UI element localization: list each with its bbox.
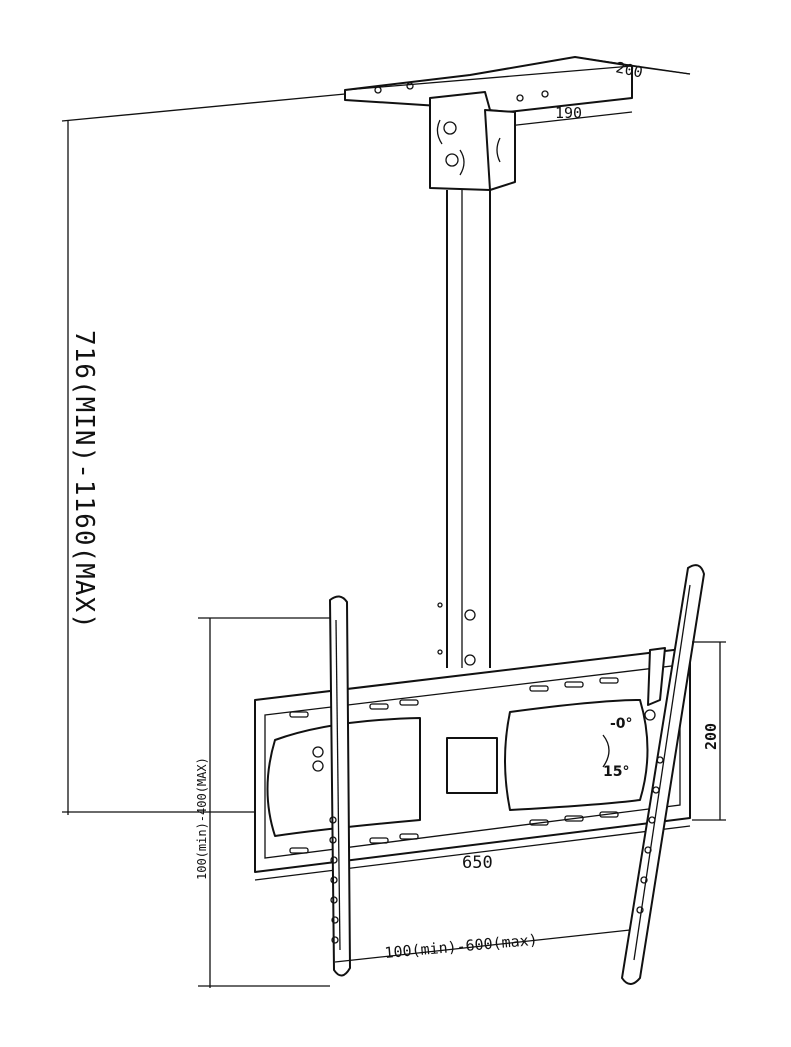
- vesa-vertical-label: 100(min)-400(MAX): [195, 757, 209, 880]
- tilt-min-label: -0°: [610, 716, 633, 732]
- wall-plate-width-label: 650: [462, 853, 493, 873]
- wall-plate: 650: [254, 647, 691, 881]
- plate-width-label: 190: [555, 104, 582, 122]
- arm-span-label: 200: [702, 723, 720, 750]
- vesa-horizontal-label: 100(min)-600(max): [384, 931, 539, 962]
- center-square: [446, 737, 498, 794]
- pole-height-dimension: 716(MIN)-1160(MAX): [61, 93, 346, 815]
- tilt-max-label: 15°: [603, 764, 629, 780]
- right-tv-arm: [621, 564, 705, 985]
- left-tv-arm: [312, 595, 351, 977]
- pole-bracket: [429, 91, 516, 191]
- arm-span-dimension: 200: [692, 641, 726, 821]
- pole: [437, 190, 491, 668]
- vesa-horizontal-dimension: 100(min)-600(max): [334, 929, 631, 963]
- right-cutout: [504, 699, 649, 811]
- tilt-indicator: -0° 15°: [602, 716, 633, 780]
- ceiling-plate: 200 190: [344, 56, 691, 127]
- pole-height-label: 716(MIN)-1160(MAX): [69, 330, 99, 630]
- plate-depth-label: 200: [614, 58, 644, 81]
- vesa-vertical-dimension: 100(min)-400(MAX): [195, 617, 330, 988]
